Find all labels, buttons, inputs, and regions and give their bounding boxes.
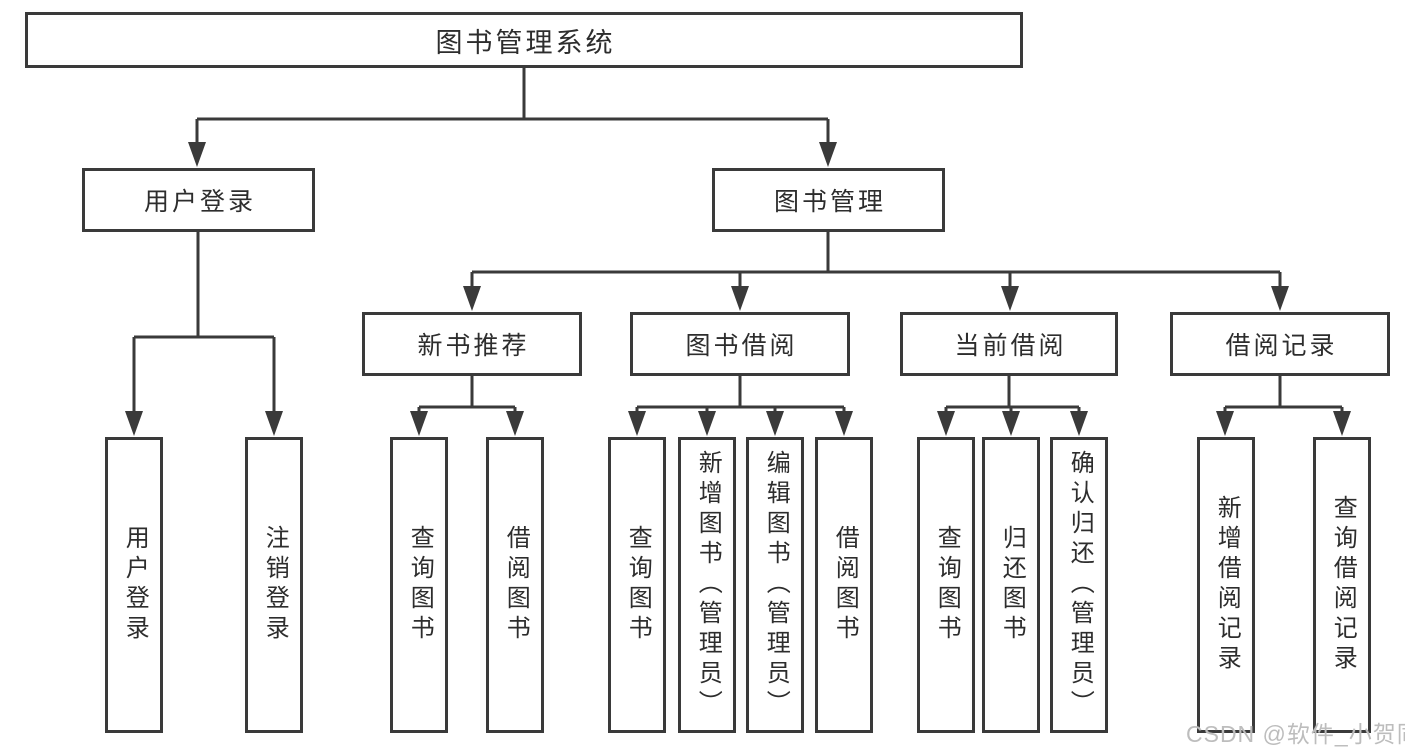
node-book-borrow-label: 图书借阅 bbox=[685, 332, 798, 360]
watermark-text: CSDN @软件_小贺同学 bbox=[1186, 721, 1405, 747]
leaf-bb-borrow-books-label: 借阅图书 bbox=[831, 525, 859, 645]
leaf-cb-confirm-return-admin: 确认归还（管理员） bbox=[1050, 437, 1108, 733]
leaf-user-login-label: 用户登录 bbox=[121, 525, 149, 645]
leaf-logout-label: 注销登录 bbox=[261, 525, 289, 645]
node-new-book-recommend-label: 新书推荐 bbox=[417, 332, 530, 360]
leaf-nb-query-books: 查询图书 bbox=[390, 437, 448, 733]
leaf-user-login: 用户登录 bbox=[105, 437, 163, 733]
leaf-bb-edit-books-admin: 编辑图书（管理员） bbox=[746, 437, 804, 733]
leaf-nb-query-books-label: 查询图书 bbox=[406, 525, 434, 645]
leaf-cb-query-books: 查询图书 bbox=[917, 437, 975, 733]
leaf-cb-return-books-label: 归还图书 bbox=[998, 525, 1026, 645]
leaf-cb-return-books: 归还图书 bbox=[982, 437, 1040, 733]
node-user-login-label: 用户登录 bbox=[143, 188, 256, 216]
node-root-label: 图书管理系统 bbox=[435, 27, 616, 58]
node-user-login: 用户登录 bbox=[82, 168, 315, 232]
node-borrow-records: 借阅记录 bbox=[1170, 312, 1390, 376]
leaf-br-query-record: 查询借阅记录 bbox=[1313, 437, 1371, 733]
node-book-borrow: 图书借阅 bbox=[630, 312, 850, 376]
leaf-bb-query-books: 查询图书 bbox=[608, 437, 666, 733]
leaf-logout: 注销登录 bbox=[245, 437, 303, 733]
node-new-book-recommend: 新书推荐 bbox=[362, 312, 582, 376]
leaf-nb-borrow-books-label: 借阅图书 bbox=[502, 525, 530, 645]
node-root: 图书管理系统 bbox=[25, 12, 1023, 68]
node-current-borrow: 当前借阅 bbox=[900, 312, 1118, 376]
leaf-bb-add-books-admin: 新增图书（管理员） bbox=[678, 437, 736, 733]
leaf-cb-confirm-return-admin-label: 确认归还（管理员） bbox=[1066, 450, 1094, 720]
node-borrow-records-label: 借阅记录 bbox=[1225, 332, 1338, 360]
leaf-bb-borrow-books: 借阅图书 bbox=[815, 437, 873, 733]
leaf-bb-edit-books-admin-label: 编辑图书（管理员） bbox=[762, 450, 790, 720]
leaf-br-add-record: 新增借阅记录 bbox=[1197, 437, 1255, 733]
leaf-bb-query-books-label: 查询图书 bbox=[624, 525, 652, 645]
leaf-bb-add-books-admin-label: 新增图书（管理员） bbox=[694, 450, 722, 720]
node-current-borrow-label: 当前借阅 bbox=[954, 332, 1067, 360]
leaf-br-query-record-label: 查询借阅记录 bbox=[1329, 495, 1357, 675]
leaf-br-add-record-label: 新增借阅记录 bbox=[1213, 495, 1241, 675]
leaf-cb-query-books-label: 查询图书 bbox=[933, 525, 961, 645]
leaf-nb-borrow-books: 借阅图书 bbox=[486, 437, 544, 733]
node-book-management-label: 图书管理 bbox=[773, 188, 886, 216]
node-book-management: 图书管理 bbox=[712, 168, 945, 232]
